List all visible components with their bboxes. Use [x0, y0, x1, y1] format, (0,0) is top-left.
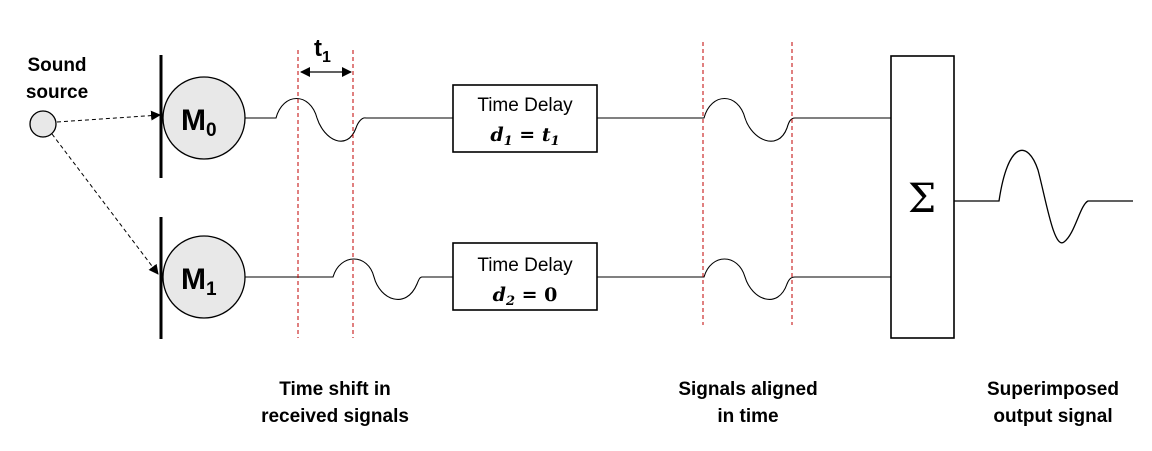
- output-signal: [954, 149, 1133, 244]
- signal-m0-received: [245, 98, 453, 142]
- caption-output-line1: Superimposed: [987, 379, 1119, 400]
- delay-box-2-formula: d2 = 0: [493, 284, 558, 309]
- propagation-path-to-m1: [51, 133, 159, 275]
- caption-aligned-line2: in time: [717, 406, 778, 427]
- delay-box-2-title: Time Delay: [477, 255, 573, 276]
- time-shift-label: t1: [314, 35, 331, 66]
- delay-box-2: [452, 242, 598, 311]
- delay-box-1: [452, 84, 598, 153]
- sound-source-label-line1: Sound: [27, 55, 86, 76]
- mic-m0-label: M0: [181, 104, 217, 141]
- signal-m1-received: [245, 258, 453, 300]
- sum-block: [890, 55, 955, 339]
- mic-m1-label: M1: [181, 263, 217, 300]
- signal-top-aligned: [597, 98, 891, 142]
- sum-symbol: Σ: [908, 176, 936, 222]
- caption-time-shift-line1: Time shift in: [279, 379, 391, 400]
- caption-time-shift-line2: received signals: [261, 406, 409, 427]
- delay-box-1-title: Time Delay: [477, 95, 573, 116]
- sound-source-circle: [29, 110, 57, 138]
- propagation-path-to-m0: [56, 110, 161, 123]
- signal-bottom-aligned: [597, 258, 891, 300]
- caption-output-line2: output signal: [993, 406, 1112, 427]
- sound-source-label-line2: source: [26, 82, 88, 103]
- caption-aligned-line1: Signals aligned: [678, 379, 817, 400]
- delay-box-1-formula: d1 = t1: [490, 124, 559, 149]
